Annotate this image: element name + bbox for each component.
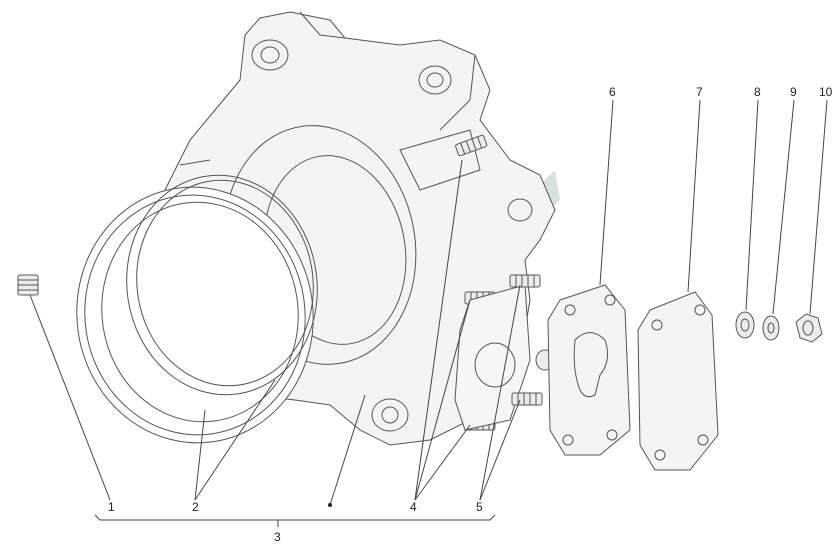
leader-lines: [29, 99, 828, 527]
callout-4: 4: [410, 500, 417, 514]
callout-2: 2: [192, 500, 199, 514]
callout-5: 5: [476, 500, 483, 514]
part-6-gasket: [547, 284, 631, 456]
callout-9: 9: [790, 85, 797, 99]
callout-3: 3: [274, 530, 281, 544]
leader-dot: [328, 503, 332, 507]
callout-1: 1: [108, 500, 115, 514]
part-1-plug: [17, 274, 39, 296]
part-9-spring-washer: [762, 315, 780, 341]
callout-labels: 1 2 3 4 5 6 7 8 9 10: [108, 85, 833, 544]
callout-6: 6: [609, 85, 616, 99]
callout-10: 10: [819, 85, 833, 99]
part-10-nut: [795, 313, 823, 343]
part-7-cover-plate: [637, 291, 719, 471]
part-8-washer: [735, 311, 755, 339]
callout-8: 8: [754, 85, 761, 99]
callout-7: 7: [696, 85, 703, 99]
part-2-rings: [76, 174, 318, 444]
